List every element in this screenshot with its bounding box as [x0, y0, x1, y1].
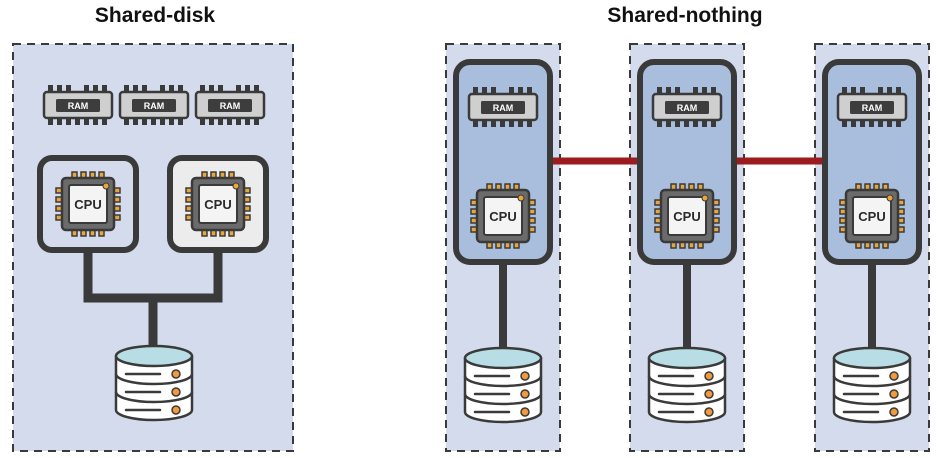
shared-nothing-title: Shared-nothing: [607, 4, 763, 27]
ram-label: RAM: [677, 103, 698, 113]
cpu-label: CPU: [204, 197, 231, 212]
shared-disk-title: Shared-disk: [94, 4, 216, 27]
database-disk-icon: [463, 346, 543, 424]
ram-label: RAM: [144, 101, 165, 111]
cpu-label: CPU: [858, 209, 885, 224]
cpu-label: CPU: [489, 209, 516, 224]
cpu-label: CPU: [673, 209, 700, 224]
ram-label: RAM: [220, 101, 241, 111]
ram-label: RAM: [68, 101, 89, 111]
ram-label: RAM: [862, 103, 883, 113]
database-disk-icon: [647, 346, 727, 424]
database-disk-icon: [832, 346, 912, 424]
cpu-label: CPU: [74, 197, 101, 212]
database-disk-icon: [114, 344, 194, 422]
ram-label: RAM: [493, 103, 514, 113]
